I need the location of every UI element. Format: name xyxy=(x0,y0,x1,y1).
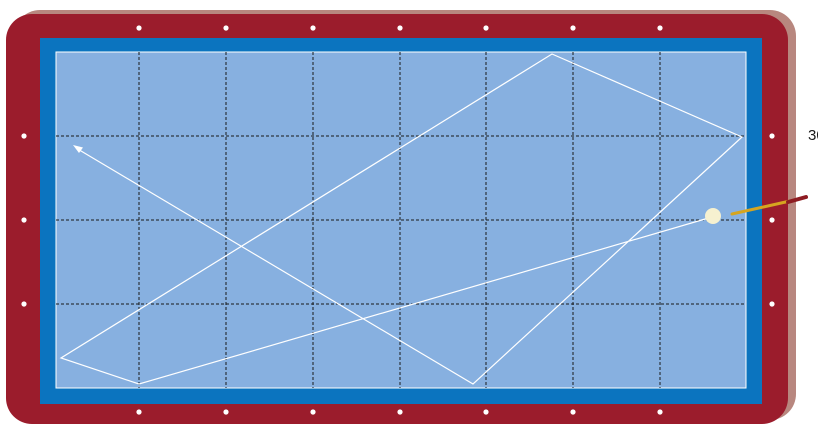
diamond-top-5 xyxy=(483,25,488,30)
diamond-right-1 xyxy=(769,133,774,138)
diamond-bottom-4 xyxy=(397,409,402,414)
diamond-top-4 xyxy=(397,25,402,30)
diamond-bottom-7 xyxy=(657,409,662,414)
diamond-bottom-5 xyxy=(483,409,488,414)
marker-label: 30 xyxy=(808,127,818,144)
diamond-bottom-1 xyxy=(136,409,141,414)
diamond-bottom-2 xyxy=(223,409,228,414)
diamond-bottom-6 xyxy=(570,409,575,414)
cue-ball xyxy=(705,208,721,224)
diamond-top-2 xyxy=(223,25,228,30)
diamond-right-3 xyxy=(769,301,774,306)
diamond-top-1 xyxy=(136,25,141,30)
diamond-left-1 xyxy=(21,133,26,138)
diamond-top-3 xyxy=(310,25,315,30)
diamond-bottom-3 xyxy=(310,409,315,414)
diamond-right-2 xyxy=(769,217,774,222)
diamond-left-3 xyxy=(21,301,26,306)
diamond-top-7 xyxy=(657,25,662,30)
diamond-left-2 xyxy=(21,217,26,222)
diamond-top-6 xyxy=(570,25,575,30)
